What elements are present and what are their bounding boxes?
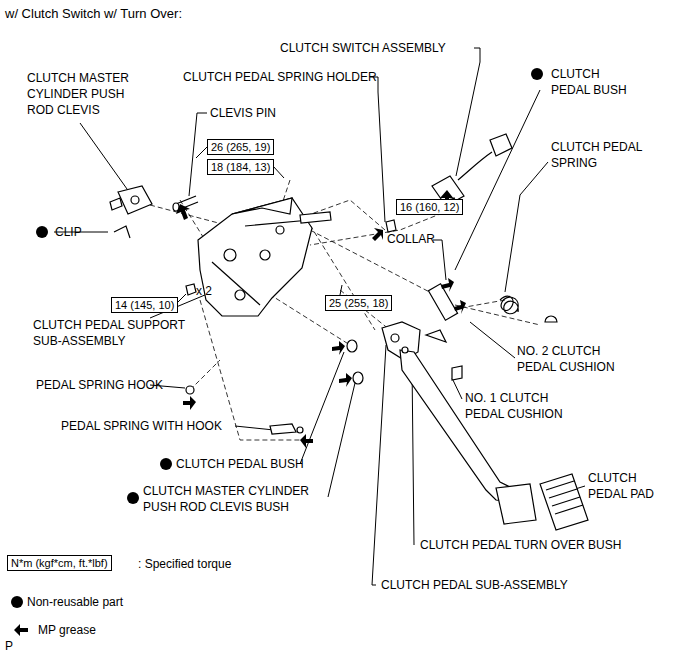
- part-name: CLUTCH PEDAL SUB-ASSEMBLY: [381, 577, 568, 593]
- legend-sample-box: N*m (kgf*cm, ft.*lbf): [7, 555, 112, 571]
- part-name: CLUTCH SWITCH ASSEMBLY: [280, 40, 446, 56]
- legend-text: Non-reusable part: [27, 594, 123, 610]
- quantity-note: x 2: [196, 283, 212, 299]
- torque-box: 16 (160, 12): [396, 199, 463, 215]
- torque-value: 26 (265, 19): [211, 141, 270, 153]
- torque-box: 26 (265, 19): [207, 139, 274, 155]
- part-name: CLIP: [55, 224, 82, 240]
- part-name: CLEVIS PIN: [210, 105, 276, 121]
- torque-box: 25 (255, 18): [325, 295, 392, 311]
- part-name: CLUTCH MASTER CYLINDER PUSH ROD CLEVIS: [27, 70, 139, 118]
- leader-lines: [54, 48, 585, 585]
- clevis-and-pin: [110, 186, 198, 238]
- part-name: CLUTCH MASTER CYLINDER PUSH ROD CLEVIS B…: [143, 483, 325, 515]
- part-name: PEDAL SPRING WITH HOOK: [61, 418, 222, 434]
- part-name: CLUTCH PEDAL BUSH: [551, 66, 633, 98]
- torque-value: N*m (kgf*cm, ft.*lbf): [11, 557, 108, 569]
- part-name: NO. 2 CLUTCH PEDAL CUSHION: [517, 343, 629, 375]
- part-name: CLUTCH PEDAL BUSH: [176, 456, 304, 472]
- part-name: CLUTCH PEDAL TURN OVER BUSH: [420, 537, 621, 553]
- support-bracket: [186, 198, 331, 316]
- diagram-title: w/ Clutch Switch w/ Turn Over:: [5, 6, 182, 22]
- torque-box: 14 (145, 10): [111, 297, 178, 313]
- pedal-pad: [540, 474, 588, 530]
- part-name: CLUTCH PEDAL SPRING HOLDER: [183, 69, 377, 85]
- part-name: CLUTCH PEDAL SPRING: [551, 139, 651, 171]
- switch-assembly: [386, 134, 512, 232]
- part-name: PEDAL SPRING HOOK: [36, 377, 163, 393]
- torque-value: 14 (145, 10): [115, 299, 174, 311]
- torque-value: 18 (184, 13): [211, 161, 270, 173]
- torque-value: 16 (160, 12): [400, 201, 459, 213]
- torque-box: 18 (184, 13): [207, 159, 274, 175]
- torque-value: 25 (255, 18): [329, 297, 388, 309]
- figure-mark: P: [5, 638, 13, 654]
- part-name: CLUTCH PEDAL PAD: [588, 470, 672, 502]
- part-name: CLUTCH PEDAL SUPPORT SUB-ASSEMBLY: [33, 317, 211, 349]
- legend-text: : Specified torque: [138, 556, 231, 572]
- non-reusable-bullets: [11, 68, 543, 608]
- legend-text: MP grease: [38, 622, 96, 638]
- part-name: COLLAR: [387, 231, 435, 247]
- part-name: NO. 1 CLUTCH PEDAL CUSHION: [465, 390, 577, 422]
